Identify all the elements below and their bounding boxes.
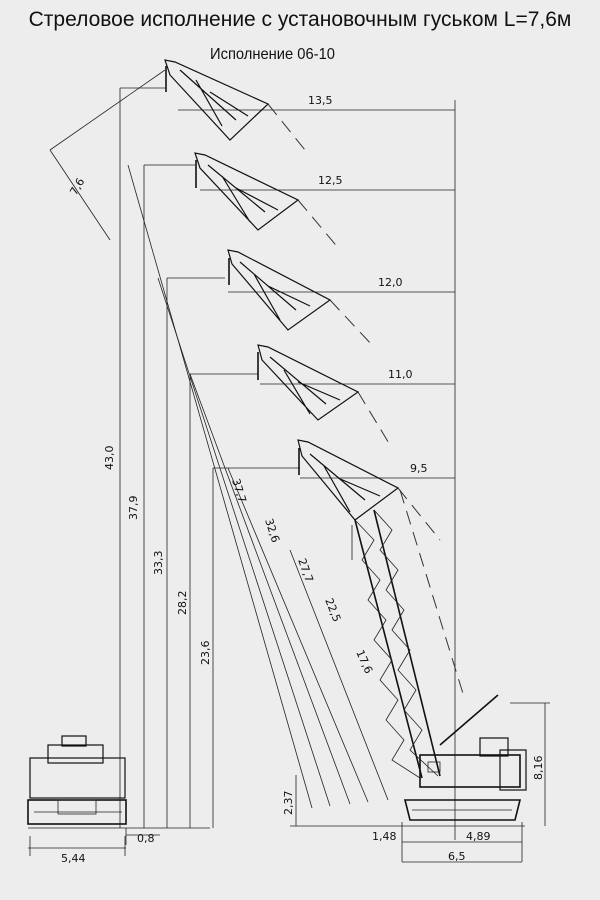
reach-dimensions: 13,5 12,5 12,0 11,0 9,5: [178, 94, 456, 840]
boom-length-37-7: 37,7: [229, 477, 249, 504]
pivot-height-label: 2,37: [282, 791, 295, 816]
boom-length-32-6: 32,6: [262, 517, 282, 544]
height-label-33-3: 33,3: [152, 551, 165, 576]
total-height-label: 8,16: [532, 756, 545, 781]
bottom-dimensions: 5,44 0,8 1,48 4,89 6,5: [28, 822, 523, 865]
height-label-43: 43,0: [103, 446, 116, 471]
right-dimensions: 8,16 2,37: [282, 702, 550, 826]
boom-length-17-6: 17,6: [353, 648, 375, 676]
reach-label-9-5: 9,5: [410, 462, 428, 475]
reach-label-12-5: 12,5: [318, 174, 343, 187]
reach-label-13-5: 13,5: [308, 94, 333, 107]
track-front-label: 5,44: [61, 852, 86, 865]
offset-label: 0,8: [137, 832, 155, 845]
jib-length-label: 7,6: [67, 176, 87, 198]
crane-front-view: [27, 735, 127, 856]
track-a-label: 1,48: [372, 830, 397, 843]
crane-side-view: [403, 737, 527, 821]
track-b-label: 4,89: [466, 830, 491, 843]
boom-length-22-5: 22,5: [322, 596, 343, 624]
page-title: Стреловое исполнение с установочным гусь…: [28, 8, 572, 31]
main-boom: [351, 489, 499, 779]
height-dimensions: 43,0 37,9 33,3 28,2 23,6: [103, 87, 300, 828]
height-label-28-2: 28,2: [176, 591, 189, 616]
jib-positions: [164, 59, 441, 541]
height-label-23-6: 23,6: [199, 641, 212, 666]
reach-label-11-0: 11,0: [388, 368, 413, 381]
reach-label-12-0: 12,0: [378, 276, 403, 289]
height-label-37-9: 37,9: [127, 496, 140, 521]
base-width-label: 6,5: [448, 850, 466, 863]
jib-length-dimension: 7,6: [49, 69, 166, 241]
page-subtitle: Исполнение 06-10: [210, 46, 335, 63]
